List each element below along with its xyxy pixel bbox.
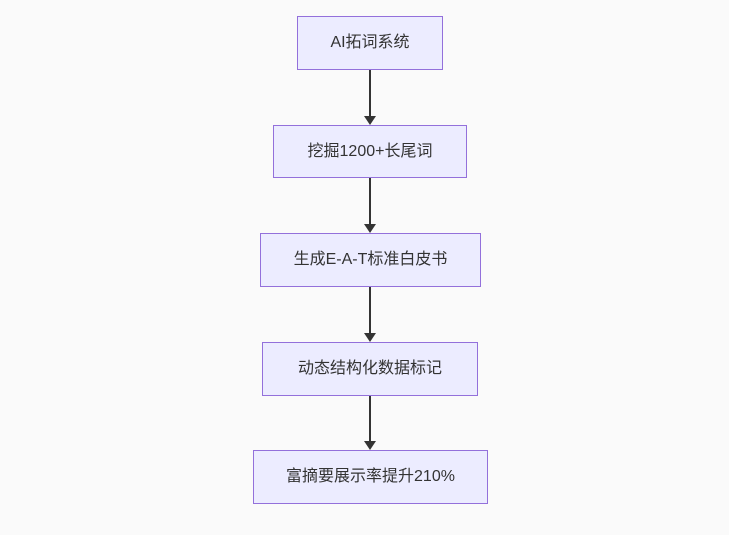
arrow-down-icon <box>364 116 376 125</box>
flow-node-eat-whitepaper: 生成E-A-T标准白皮书 <box>260 233 481 287</box>
flow-node-label: 生成E-A-T标准白皮书 <box>293 251 448 268</box>
flow-edge-line-2 <box>369 178 371 224</box>
flow-node-label: AI拓词系统 <box>330 34 410 51</box>
flow-edge-line-1 <box>369 70 371 116</box>
flow-node-longtail-keywords: 挖掘1200+长尾词 <box>273 125 467 178</box>
flow-node-structured-data: 动态结构化数据标记 <box>262 342 478 396</box>
arrow-down-icon <box>364 333 376 342</box>
flow-node-rich-snippet-result: 富摘要展示率提升210% <box>253 450 488 504</box>
flow-node-label: 动态结构化数据标记 <box>297 360 442 377</box>
flow-node-label: 富摘要展示率提升210% <box>286 468 455 485</box>
flow-node-ai-word-system: AI拓词系统 <box>297 16 443 70</box>
arrow-down-icon <box>364 441 376 450</box>
flow-edge-line-4 <box>369 396 371 441</box>
arrow-down-icon <box>364 224 376 233</box>
flow-node-label: 挖掘1200+长尾词 <box>307 142 433 160</box>
flow-edge-line-3 <box>369 287 371 333</box>
